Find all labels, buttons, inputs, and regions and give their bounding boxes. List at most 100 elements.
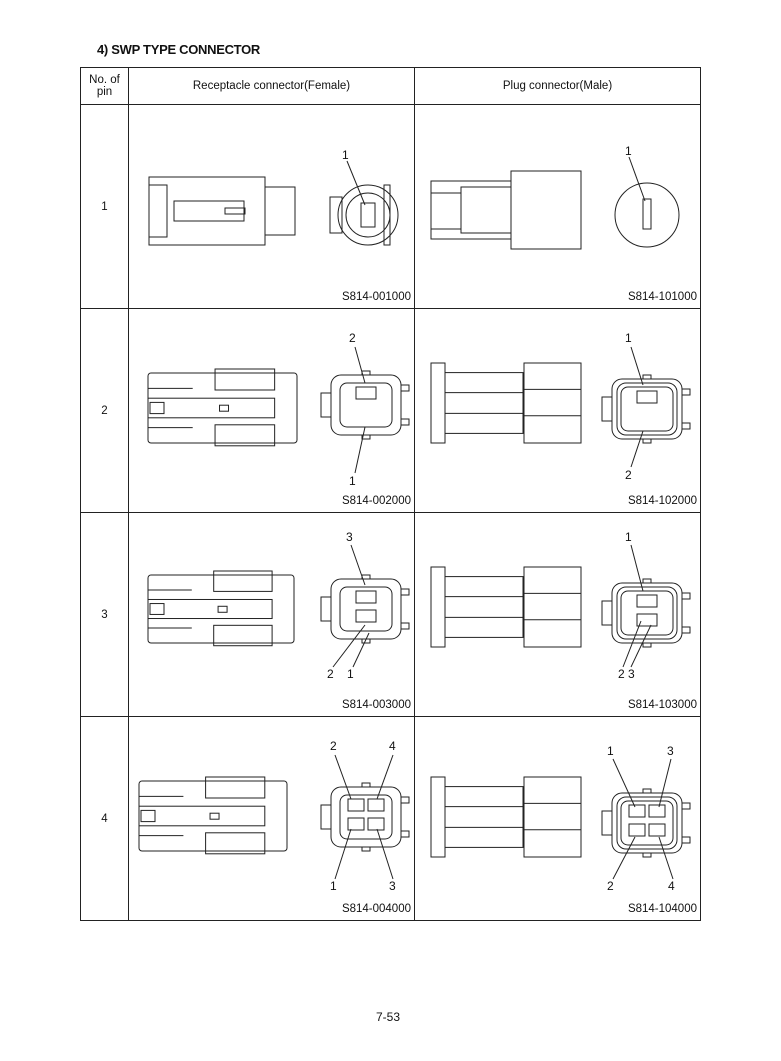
pin-label: 2 [327,667,334,681]
outline [214,424,276,447]
outline [217,605,228,613]
outline [636,390,658,404]
outline [523,362,582,444]
pin-count: 1 [80,104,129,309]
outline [339,794,393,840]
leader-line [612,836,636,880]
outline [337,184,399,246]
part-number: S814-002000 [341,495,411,507]
pin-label: 1 [625,530,632,544]
pin-label: 1 [625,331,632,345]
outline [205,776,266,799]
leader-line [350,544,366,586]
leader-line [630,544,644,592]
leader-line [630,624,652,668]
outline [400,384,410,392]
leader-line [376,754,394,800]
outline [209,812,220,820]
outline [642,788,652,794]
outline [147,574,295,644]
leader-line [622,620,642,668]
leader-line [630,430,644,468]
outline [173,200,245,222]
pin-label: 1 [330,879,337,893]
outline [140,809,156,823]
outline [330,786,402,848]
outline [681,592,691,600]
outline [147,598,273,620]
outline [601,396,613,422]
leader-line [354,426,366,474]
section-title: 4) SWP TYPE CONNECTOR [97,42,260,57]
outline [430,362,446,444]
outline [361,782,371,788]
outline [642,438,652,444]
pin-label: 1 [342,148,349,162]
outline [611,582,683,644]
outline [355,590,377,604]
outline [355,609,377,623]
outline [616,382,678,436]
outline [636,613,658,627]
outline [147,397,276,419]
pin-label: 3 [346,530,353,544]
outline [400,796,410,804]
outline [224,207,246,215]
outline [367,798,385,812]
outline [400,418,410,426]
outline [149,401,165,415]
outline [620,800,674,846]
outline [611,378,683,440]
female-connector-drawing: 1 [148,148,399,246]
outline [444,372,524,434]
leader-line [658,758,672,808]
leader-line [612,758,636,808]
male-connector-drawing: 1 [430,144,680,250]
outline [444,576,524,638]
outline [642,374,652,380]
pin-label: 1 [349,474,356,488]
outline [616,586,678,640]
outline [320,392,332,418]
outline [620,386,674,432]
pin-label: 4 [389,739,396,753]
pin-label: 3 [389,879,396,893]
outline [614,182,680,248]
pin-label: 1 [347,667,354,681]
outline [430,192,462,230]
leader-line [334,828,352,880]
outline [601,810,613,836]
outline [444,786,524,848]
outline [360,202,376,228]
outline [330,374,402,436]
outline [642,578,652,584]
outline [219,404,230,412]
part-number: S814-104000 [627,903,697,915]
leader-line [346,160,366,206]
outline [320,596,332,622]
pin-label: 3 [667,744,674,758]
outline [601,600,613,626]
outline [628,823,646,837]
outline [430,776,446,858]
outline [460,186,512,234]
outline [339,586,393,632]
outline [138,780,288,852]
outline [510,170,582,250]
outline [616,796,678,850]
outline [213,624,273,647]
pin-label: 1 [625,144,632,158]
outline [329,196,343,234]
outline [642,642,652,648]
leader-line [658,836,674,880]
part-number: S814-101000 [627,291,697,303]
